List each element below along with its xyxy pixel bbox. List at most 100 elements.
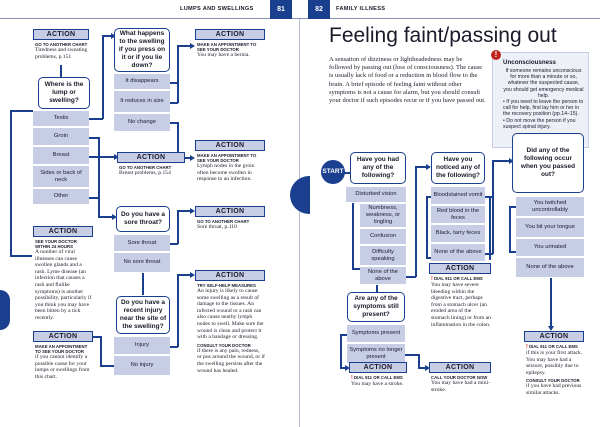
question-sore-throat: Do you have a sore throat? [116,206,170,232]
question-symptoms: Have you had any of the following? [350,152,406,184]
connector-line [492,160,494,254]
question-lump-location: Where is the lump or swelling? [38,77,90,109]
connector-line [426,196,428,258]
right-page-number: 82 [308,0,330,19]
option-difficulty-speaking[interactable]: Difficulty speaking [360,246,406,266]
right-page-header: 82 FAMILY ILLNESS [300,0,600,19]
action-text: You may have a stroke. [351,381,404,387]
warning-mark: ! [351,375,353,381]
option-breast[interactable]: Breast [33,147,89,165]
connector-line [352,268,360,270]
left-running-title: LUMPS AND SWELLINGS [180,6,254,12]
option-sore-throat[interactable]: Sore throat [114,235,170,252]
arrowhead [112,214,117,220]
action-text: Tiredness and sweating problems, p.151 [35,47,88,60]
action-heading: ACTION [33,331,93,342]
arrowhead [425,365,430,371]
connector-line [406,276,416,278]
action-text: Lymph nodes in the groin often become sw… [197,163,255,183]
option-symptoms-present[interactable]: Symptoms present [347,325,405,343]
option-none-2[interactable]: None of the above [431,244,485,262]
connector-line [415,166,427,168]
action-heading: ACTION [33,29,89,40]
option-symptoms-gone[interactable]: Symptoms no longer present [347,344,405,364]
connector-line [352,203,354,269]
question-recent-injury: Do you have a recent injury near the sit… [116,296,170,334]
connector-line [100,365,114,367]
connector-line [510,206,516,208]
question-passed-out: Did any of the following occur when you … [512,133,584,193]
connector-line [177,45,191,47]
unconsciousness-box: Unconsciousness If someone remains uncon… [492,52,589,148]
option-injury[interactable]: Injury [114,337,170,355]
action-heading: ACTION [195,29,265,40]
option-urinated[interactable]: You urinated [516,239,584,257]
unconsciousness-text: If someone remains unconscious for more … [503,68,584,99]
arrowhead [345,365,350,371]
connector-line [170,82,178,84]
option-disturbed-vision[interactable]: Disturbed vision [346,187,406,203]
option-no-change[interactable]: No change [114,114,170,132]
option-none-1[interactable]: None of the above [360,267,406,285]
action-box-mini-stroke: ACTION CALL YOUR DOCTOR NOW You may have… [429,362,491,394]
option-groin[interactable]: Groin [33,128,89,146]
action-text: A number of viral illnesses can cause sw… [35,249,92,321]
option-none-3[interactable]: None of the above [516,258,584,278]
connector-line [340,334,342,368]
option-bloodstained-vomit[interactable]: Bloodstained vomit [431,187,485,205]
option-disappears[interactable]: It disappears [114,74,170,90]
connector-line [170,346,178,348]
center-tab [290,176,310,214]
connector-line [489,196,491,260]
action-text: if you have had previous similar attacks… [526,383,582,396]
option-bit-tongue[interactable]: You bit your tongue [516,218,584,238]
action-text: if this is your first attack. You may ha… [526,350,583,376]
connector-line [509,251,516,253]
action-subheading: MAKE AN APPOINTMENT TO SEE YOUR DOCTOR [35,344,88,354]
arrowhead [190,155,195,161]
option-red-blood[interactable]: Red blood in the feces [431,206,485,224]
action-subheading: ! DIAL 911 OR CALL EMS [431,276,483,282]
action-subheading: ! DIAL 911 OR CALL EMS [351,375,403,381]
action-box-viral: ACTION SEE YOUR DOCTOR WITHIN 24 HOURS A… [33,226,93,322]
arrowhead [111,33,116,39]
option-testis[interactable]: Testis [33,111,89,127]
action-box-injury-selfhelp: ACTION TRY SELF-HELP MEASURES An injury … [195,270,265,375]
connector-line [492,160,510,162]
option-twitched[interactable]: You twitched uncontrollably [516,197,584,217]
connector-line [142,273,144,295]
arrowhead [509,158,514,164]
action-text: You may have had a mini-stroke. [431,380,490,393]
connector-line [170,102,178,104]
option-numbness[interactable]: Numbness, weakness, or tingling [360,204,406,228]
action-box-no-cause: ACTION MAKE AN APPOINTMENT TO SEE YOUR D… [33,331,93,381]
connector-line [10,110,33,112]
connector-line [102,35,112,37]
action-subheading: MAKE AN APPOINTMENT TO SEE YOUR DOCTOR [197,153,257,163]
connector-line [177,122,179,158]
option-confusion[interactable]: Confusion [360,229,406,245]
action-box-bleeding: ACTION ! DIAL 911 OR CALL EMS You may ha… [429,263,491,329]
action-heading: ACTION [33,226,93,237]
connector-line [426,257,431,259]
connector-line [60,65,62,77]
connector-line [509,206,511,252]
action-text: Breast problems, p.154 [119,170,171,176]
action-heading: ACTION [524,331,584,342]
intro-paragraph: A sensation of dizziness or lightheadedn… [329,56,486,105]
arrowhead [190,43,195,49]
action-heading: ACTION [117,152,185,163]
option-reduces[interactable]: It reduces in size [114,91,170,113]
option-other[interactable]: Other [33,189,89,205]
connector-line [89,137,99,139]
action-subheading: MAKE AN APPOINTMENT TO SEE YOUR DOCTOR [197,42,257,52]
action-text: You may have a hernia. [197,52,250,58]
option-neck[interactable]: Sides or back of neck [33,166,89,188]
option-no-injury[interactable]: No injury [114,356,170,376]
connector-line [550,278,552,328]
option-no-sore-throat[interactable]: No sore throat [114,253,170,273]
right-running-title: FAMILY ILLNESS [336,6,386,12]
option-black-feces[interactable]: Black, tarry feces [431,225,485,243]
action-subheading: CALL YOUR DOCTOR NOW [431,375,488,380]
action-box-lymph-groin: ACTION MAKE AN APPOINTMENT TO SEE YOUR D… [195,140,265,183]
